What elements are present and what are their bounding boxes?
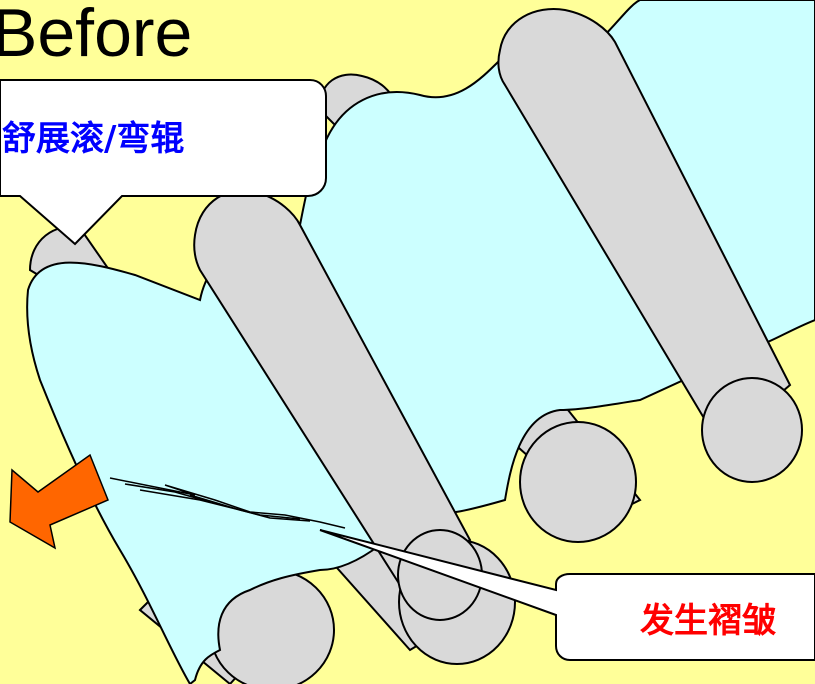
roller-callout-label: 舒展滚/弯辊 <box>2 119 184 159</box>
left-arrow-icon <box>9 453 109 550</box>
front-roller-left <box>193 189 483 621</box>
wrinkle-mark <box>109 477 346 529</box>
wrinkle-callout-label: 发生褶皱 <box>640 601 776 641</box>
wrinkle-callout: 发生褶皱 <box>319 529 815 661</box>
front-roller-right <box>497 8 803 483</box>
diagram-title: Before <box>0 0 192 71</box>
roller-callout: 舒展滚/弯辊 <box>0 79 327 246</box>
